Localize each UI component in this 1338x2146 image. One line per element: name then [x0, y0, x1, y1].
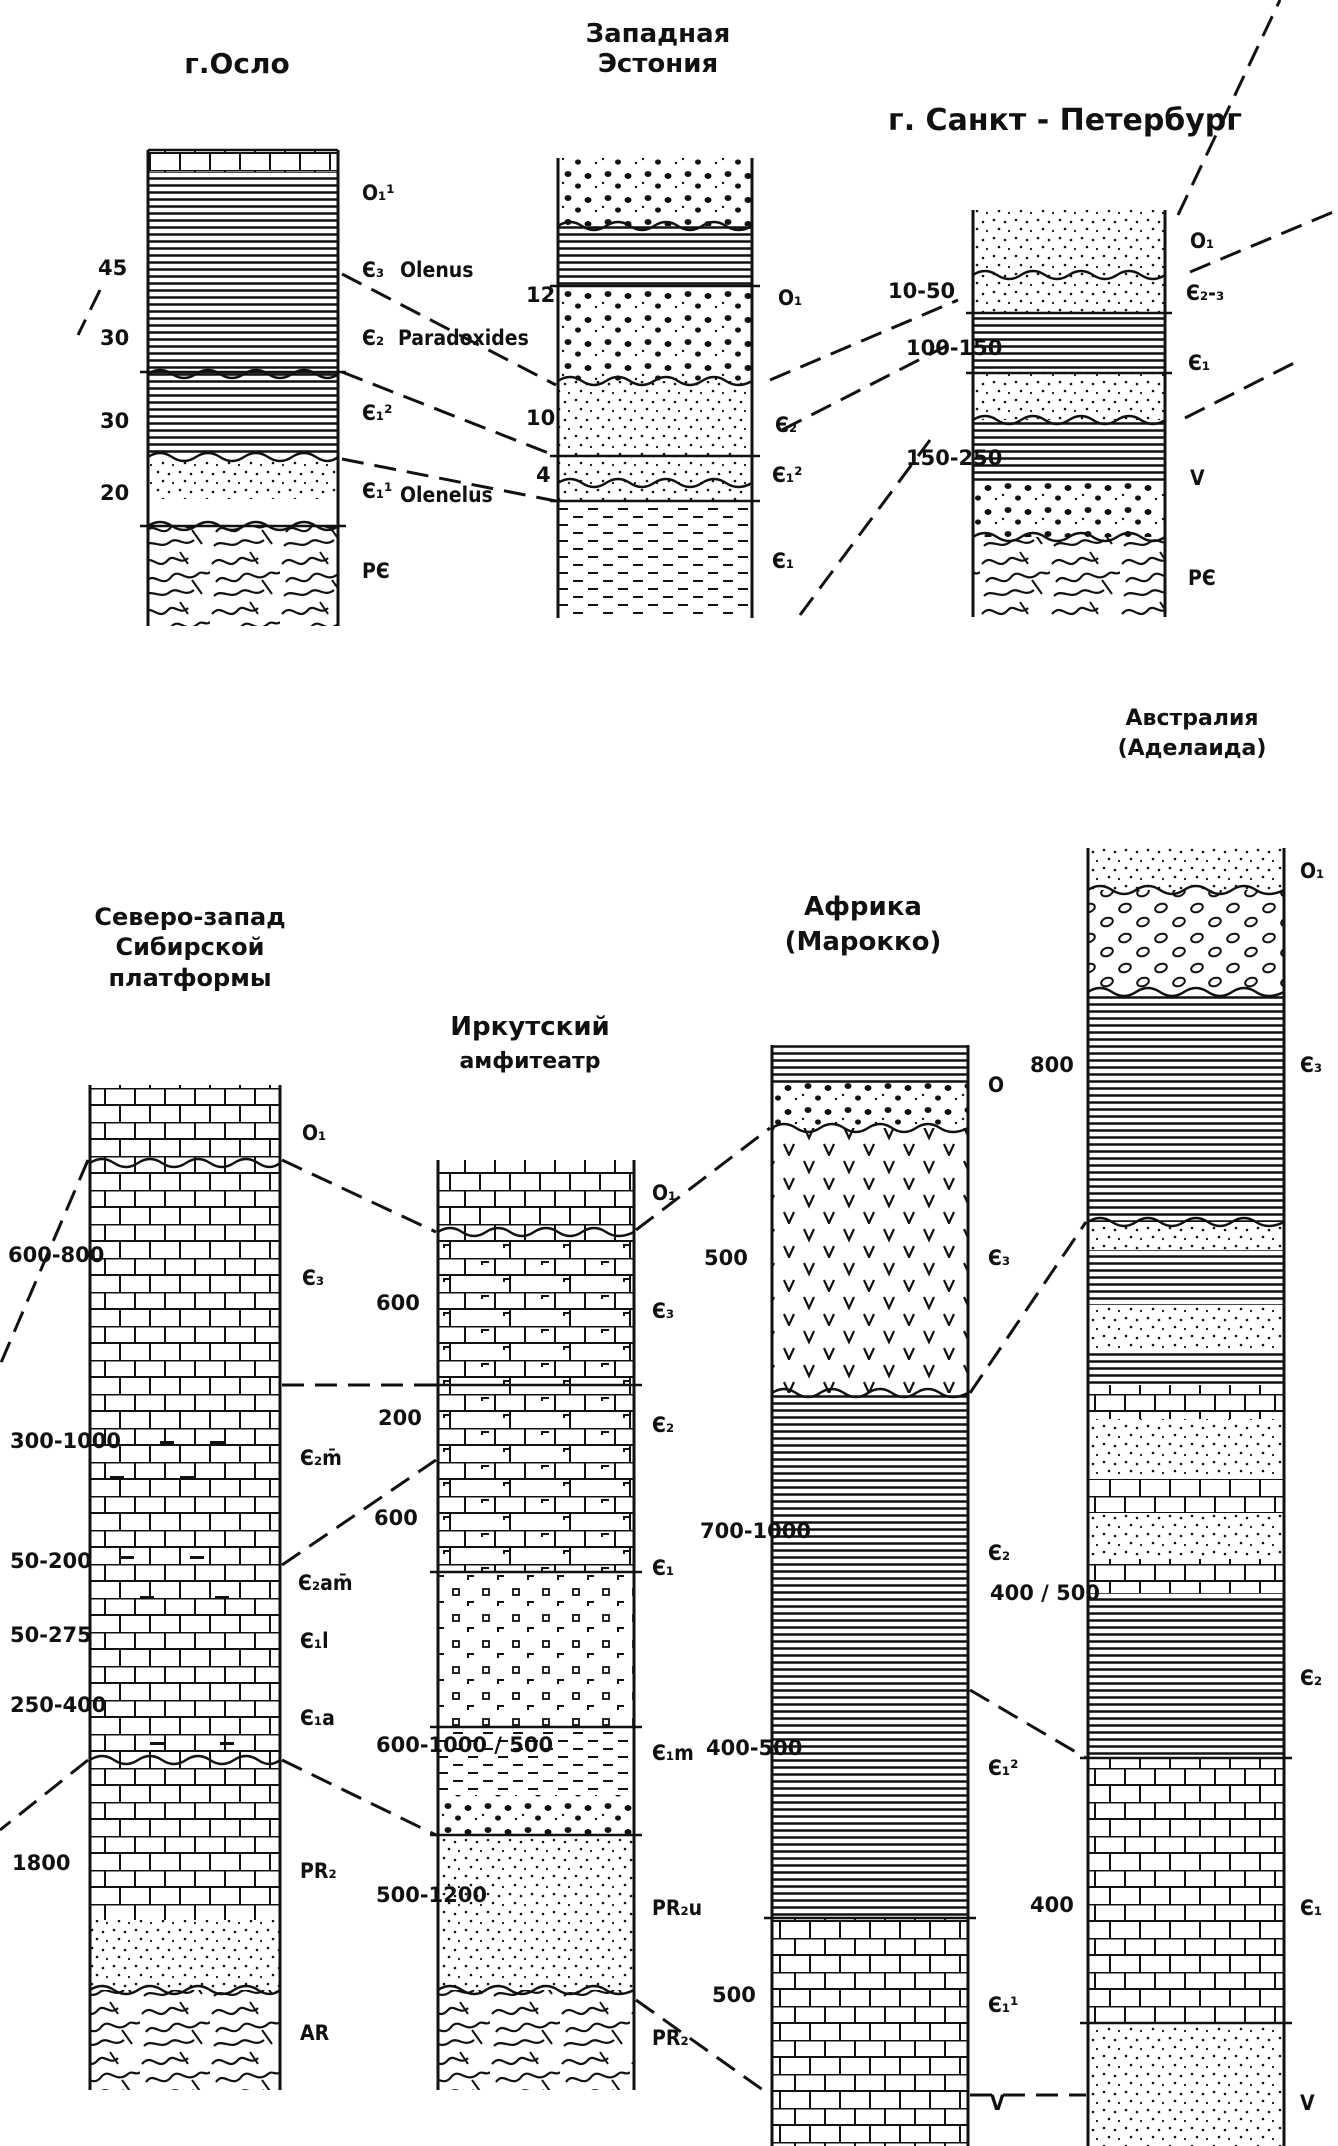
title-irkutsk-line2: амфитеатр — [459, 1049, 600, 1074]
siberia-label-e1l: Є₁l — [300, 1629, 329, 1653]
siberia-label-pr2: PR₂ — [300, 1859, 337, 1883]
correlation-lines-top — [76, 0, 1338, 616]
australia-label-e1: Є₁ — [1300, 1896, 1322, 1920]
siberia-label-e1a: Є₁a — [300, 1706, 335, 1730]
siberia-label-e2m: Є₂m̄ — [300, 1446, 342, 1470]
siberia-thk-600-800: 600-800 — [8, 1243, 104, 1267]
australia-thk-400-500: 400 / 500 — [990, 1581, 1100, 1605]
spb-label-e2-3: Є₂-₃ — [1186, 281, 1224, 305]
africa-thk-500a: 500 — [704, 1246, 748, 1270]
siberia-label-ar: AR — [300, 2021, 330, 2045]
oslo-label-e1-1: Є₁¹ — [362, 479, 392, 503]
australia-thk-800: 800 — [1030, 1053, 1074, 1077]
irkutsk-thk-600b: 600 — [374, 1506, 418, 1530]
oslo-thk-20: 20 — [100, 481, 129, 505]
estonia-label-e1: Є₁ — [772, 549, 794, 573]
title-africa-line2: (Марокко) — [785, 927, 942, 957]
irkutsk-label-e1: Є₁ — [652, 1556, 674, 1580]
title-st-petersburg: г. Санкт - Петербург — [888, 103, 1242, 138]
column-west-estonia — [550, 158, 760, 618]
siberia-label-e2am: Є₂am̄ — [298, 1571, 353, 1595]
oslo-thk-45: 45 — [98, 256, 127, 280]
siberia-label-o1: O₁ — [302, 1121, 326, 1145]
oslo-thk-30a: 30 — [100, 326, 129, 350]
irkutsk-label-e2: Є₂ — [652, 1413, 674, 1437]
column-nw-siberia — [88, 1085, 282, 2090]
oslo-thk-30b: 30 — [100, 409, 129, 433]
spb-label-e1: Є₁ — [1188, 351, 1210, 375]
siberia-thk-300-1000: 300-1000 — [10, 1429, 121, 1453]
title-oslo: г.Осло — [184, 47, 289, 80]
column-irkutsk — [430, 1160, 642, 2090]
title-siberia-line2: Сибирской — [115, 933, 264, 961]
australia-label-v: V — [1300, 2091, 1315, 2115]
australia-label-e2: Є₂ — [1300, 1666, 1322, 1690]
spb-label-o1: O₁ — [1190, 229, 1214, 253]
irkutsk-thk-500-1200: 500-1200 — [376, 1883, 487, 1907]
africa-label-v: V — [990, 2091, 1005, 2115]
spb-label-pe: PЄ — [1188, 566, 1216, 590]
title-siberia-line1: Северо-запад — [94, 903, 285, 931]
africa-thk-700-1000: 700-1000 — [700, 1519, 811, 1543]
africa-label-e1-1: Є₁¹ — [988, 1993, 1018, 2017]
oslo-label-e2: Є₂ — [362, 326, 384, 350]
estonia-label-o1: O₁ — [778, 286, 802, 310]
irkutsk-thk-e1m: 600-1000 / 500 — [376, 1733, 553, 1757]
spb-thk-10-50: 10-50 — [888, 279, 955, 303]
estonia-label-e1-2: Є₁² — [772, 463, 802, 487]
africa-thk-500b: 500 — [712, 1983, 756, 2007]
siberia-thk-50-200: 50-200 — [10, 1549, 92, 1573]
irkutsk-label-e1m: Є₁m — [652, 1741, 694, 1765]
siberia-thk-50-275: 50-275 — [10, 1623, 92, 1647]
siberia-thk-250-400: 250-400 — [10, 1693, 106, 1717]
title-estonia-line1: Западная — [586, 19, 731, 49]
irkutsk-thk-200: 200 — [378, 1406, 422, 1430]
australia-label-o1: O₁ — [1300, 859, 1324, 883]
oslo-label-o1: O₁¹ — [362, 181, 395, 205]
estonia-label-e2: Є₂ — [775, 413, 797, 437]
irkutsk-label-e3: Є₃ — [652, 1299, 674, 1323]
africa-label-o: O — [988, 1073, 1004, 1097]
title-australia-line1: Австралия — [1126, 706, 1259, 731]
spb-label-v: V — [1190, 466, 1205, 490]
title-irkutsk-line1: Иркутский — [450, 1012, 610, 1042]
oslo-label-e1-2: Є₁² — [362, 401, 392, 425]
title-australia-line2: (Аделаида) — [1118, 736, 1267, 761]
africa-label-e1-2: Є₁² — [988, 1756, 1018, 1780]
column-oslo — [140, 148, 346, 626]
siberia-label-e3: Є₃ — [302, 1266, 324, 1290]
oslo-label-e3: Є₃ — [362, 258, 384, 282]
correlation-lines-bottom — [0, 1126, 1088, 2097]
oslo-label-pe: PЄ — [362, 559, 390, 583]
oslo-fossil-olenus: Olenus — [400, 258, 474, 282]
spb-thk-100-150: 100-150 — [906, 336, 1002, 360]
title-africa-line1: Африка — [804, 892, 922, 922]
title-estonia-line2: Эстония — [598, 49, 718, 79]
irkutsk-label-pr2: PR₂ — [652, 2026, 689, 2050]
australia-label-e3: Є₃ — [1300, 1053, 1322, 1077]
irkutsk-thk-600a: 600 — [376, 1291, 420, 1315]
column-australia — [1080, 848, 1292, 2146]
australia-thk-400: 400 — [1030, 1893, 1074, 1917]
africa-thk-400-500: 400-500 — [706, 1736, 802, 1760]
africa-label-e3: Є₃ — [988, 1246, 1010, 1270]
irkutsk-label-pr2u: PR₂u — [652, 1896, 702, 1920]
siberia-thk-1800: 1800 — [12, 1851, 70, 1875]
africa-label-e2: Є₂ — [988, 1541, 1010, 1565]
estonia-thk-10: 10 — [526, 406, 555, 430]
spb-thk-150-250: 150-250 — [906, 446, 1002, 470]
column-st-petersburg — [966, 210, 1172, 617]
column-africa — [764, 1045, 976, 2146]
estonia-thk-12: 12 — [526, 283, 555, 307]
title-siberia-line3: платформы — [108, 964, 271, 992]
estonia-thk-4: 4 — [536, 463, 551, 487]
